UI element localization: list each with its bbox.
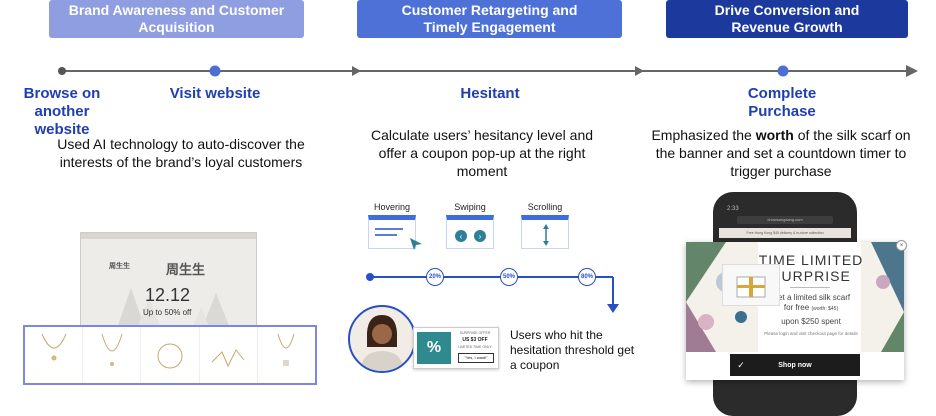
phone-time: 2:33	[727, 206, 739, 212]
popup-divider	[790, 287, 830, 288]
banner-offer: Up to 50% off	[143, 308, 192, 317]
user-avatar	[348, 305, 416, 373]
phone-url-bar: chowsangsang.com	[737, 216, 833, 224]
label-scrolling: Scrolling	[527, 202, 563, 212]
popup-title: TIME LIMITED SURPRISE	[758, 252, 864, 284]
timeline-node-visit	[209, 65, 221, 77]
scroll-card	[521, 215, 569, 249]
timeline-start-dot	[58, 67, 66, 75]
hover-card	[368, 215, 416, 249]
step-browse: Browse on another website	[23, 85, 101, 138]
desc-worth-before: Emphasized the	[651, 127, 756, 143]
threshold-50: 50%	[500, 268, 518, 286]
product-necklace-3[interactable]	[200, 327, 258, 383]
popup-line2: for free	[783, 303, 810, 312]
cursor-icon	[410, 238, 422, 250]
coupon-top-line: SURPRISE OFFER	[459, 331, 491, 335]
stage-retargeting-label: Customer Retargeting and Timely Engageme…	[401, 2, 578, 35]
step-visit: Visit website	[169, 85, 261, 102]
product-necklace-2[interactable]	[83, 327, 142, 383]
swipe-card: ‹ ›	[446, 215, 494, 249]
gift-box-image	[722, 264, 780, 306]
product-strip	[23, 325, 317, 385]
shop-now-button[interactable]: Shop now	[730, 354, 860, 376]
stage-conversion-banner: Drive Conversion and Revenue Growth	[666, 0, 908, 38]
stage-conversion-label: Drive Conversion and Revenue Growth	[714, 2, 860, 35]
coupon-card[interactable]: % SURPRISE OFFER US $3 OFF LIMITED TIME …	[413, 327, 499, 369]
popup-line3: upon $250 spent	[781, 317, 841, 326]
product-necklace-1[interactable]	[25, 327, 84, 383]
step-complete: Complete Purchase	[747, 85, 817, 120]
hesitation-track	[366, 273, 619, 313]
product-bracelet[interactable]	[141, 327, 200, 383]
desc-ai: Used AI technology to auto-discover the …	[57, 136, 305, 170]
desc-hesitancy: Calculate users’ hesitancy level and off…	[370, 127, 594, 179]
swipe-right-icon: ›	[474, 230, 486, 242]
timeline-node-complete	[777, 65, 789, 77]
coupon-percent-icon: %	[417, 332, 451, 364]
stage-awareness-banner: Brand Awareness and Customer Acquisition	[49, 0, 304, 38]
swipe-left-icon: ‹	[455, 230, 467, 242]
step-hesitant: Hesitant	[460, 85, 520, 102]
popup-line1: Get a limited silk scarf	[771, 293, 851, 302]
timeline-arrow-end	[906, 65, 918, 77]
scroll-arrows-icon	[543, 224, 549, 246]
popup-fine-print: Please login and visit checkout page for…	[764, 331, 858, 336]
timeline-arrow-1	[352, 66, 361, 76]
stage-awareness-label: Brand Awareness and Customer Acquisition	[68, 2, 285, 35]
popup-worth-note: (worth: $45)	[811, 306, 839, 312]
desc-worth-after: of the silk scarf on the banner and set …	[655, 127, 911, 179]
desc-worth-bold: worth	[755, 127, 794, 143]
website-banner: 周生生 周生生 12.12 Up to 50% off	[80, 232, 257, 339]
banner-date: 12.12	[145, 285, 191, 305]
product-necklace-4[interactable]	[258, 327, 315, 383]
popup-close-icon[interactable]: ×	[896, 240, 907, 251]
label-hovering: Hovering	[373, 202, 411, 212]
threshold-20: 20%	[426, 268, 444, 286]
label-swiping: Swiping	[454, 202, 486, 212]
popup-line2-wrap: for free (worth: $45)	[758, 303, 864, 312]
scarf-pattern-right	[861, 242, 904, 352]
threshold-80: 80%	[578, 268, 596, 286]
time-limited-popup: TIME LIMITED SURPRISE Get a limited silk…	[686, 242, 904, 380]
journey-timeline	[58, 65, 918, 77]
banner-brand: 周生生	[166, 262, 206, 277]
coupon-cta-button[interactable]: "Yes, I want!"	[458, 353, 494, 363]
desc-worth: Emphasized the worth of the silk scarf o…	[650, 126, 912, 180]
phone-delivery-strip: Free Hong Kong $45 delivery & in-store c…	[719, 228, 851, 238]
coupon-note: Users who hit the hesitation threshold g…	[510, 328, 635, 372]
banner-top-bar	[81, 233, 256, 239]
banner-logo-mark: 周生生	[109, 263, 130, 270]
checkmark-icon: ✓	[737, 359, 745, 370]
coupon-subtitle: LIMITED TIME ONLY	[458, 345, 492, 349]
timeline-arrow-2	[635, 66, 644, 76]
coupon-amount: US $3 OFF	[462, 337, 488, 343]
stage-retargeting-banner: Customer Retargeting and Timely Engageme…	[357, 0, 622, 38]
